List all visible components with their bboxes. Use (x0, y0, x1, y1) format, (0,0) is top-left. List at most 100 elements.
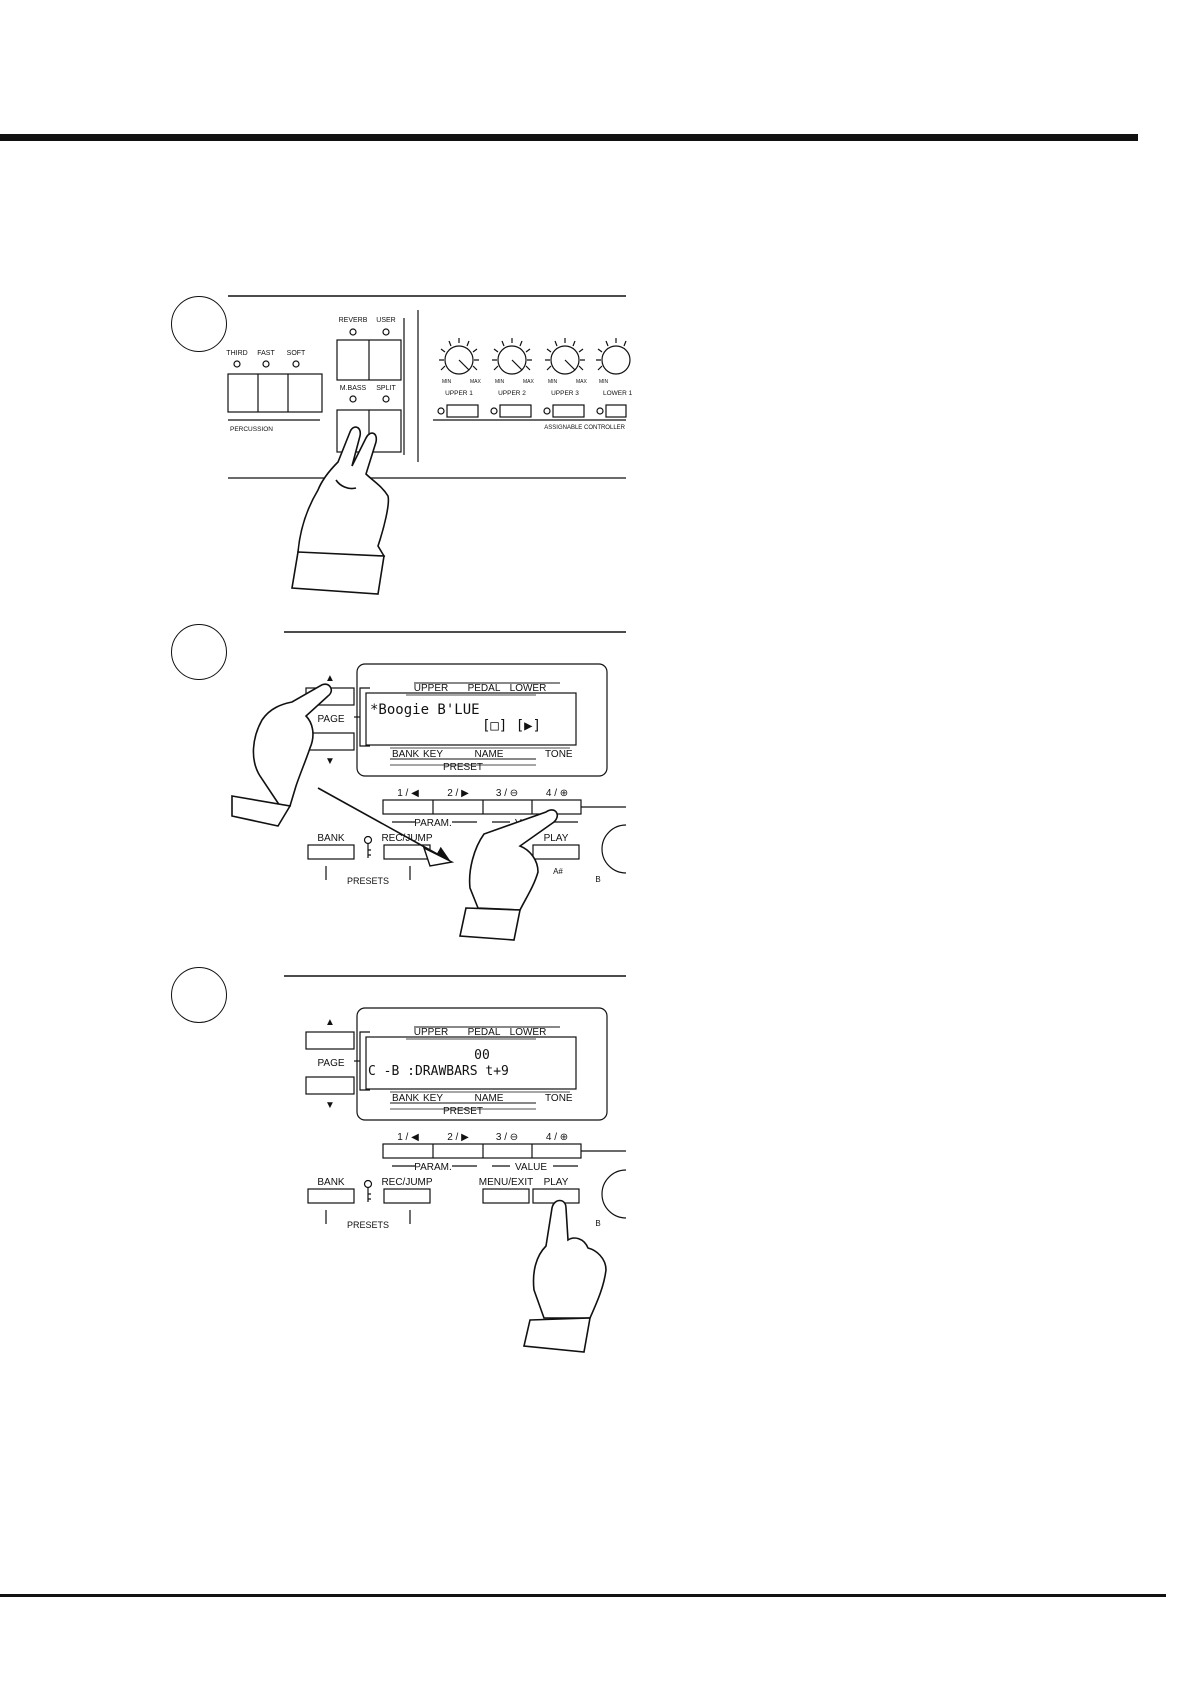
assignable-controller-label: ASSIGNABLE CONTROLLER (544, 425, 625, 431)
bottom-rule (0, 1594, 1166, 1597)
upper-1-label: UPPER 1 (445, 390, 473, 397)
param-1-left-label: 1 / ◀ (397, 1132, 419, 1143)
knob-upper-3[interactable] (545, 338, 585, 375)
step-circle-1 (171, 296, 227, 352)
knob-min-label: MIN (599, 379, 609, 385)
lower-label: LOWER (510, 683, 547, 694)
bank-tab-label: BANK (392, 1093, 420, 1104)
hand-icon (231, 683, 333, 827)
page-label: PAGE (317, 1058, 344, 1069)
page-up-button[interactable] (305, 1031, 355, 1050)
value-3-minus-label: 3 / ⊖ (496, 788, 518, 799)
rec-jump-button[interactable] (383, 1188, 431, 1204)
move-arrow (317, 787, 451, 862)
name-tab-label: NAME (475, 1093, 504, 1104)
preset-label: PRESET (443, 1106, 483, 1117)
tone-tab-label: TONE (545, 1093, 573, 1104)
upper-2-label: UPPER 2 (498, 390, 526, 397)
bank-label: BANK (317, 833, 345, 844)
pedal-label: PEDAL (468, 1027, 501, 1038)
upper-label: UPPER (414, 1027, 448, 1038)
b-label: B (595, 875, 600, 884)
param-2-right-label: 2 / ▶ (447, 788, 469, 799)
knob-lower-1[interactable] (596, 338, 631, 375)
page-down-arrow-icon: ▼ (325, 756, 335, 767)
rec-jump-label: REC/JUMP (381, 1177, 432, 1188)
value-3-minus-label: 3 / ⊖ (496, 1132, 518, 1143)
top-rule (0, 134, 1138, 141)
percussion-buttons[interactable] (227, 373, 323, 413)
presets-label: PRESETS (347, 876, 389, 886)
lcd-line-2: C -B :DRAWBARS t+9 (368, 1064, 509, 1079)
key-tab-label: KEY (423, 749, 443, 760)
knob-upper-1[interactable] (439, 338, 479, 375)
lower-label: LOWER (510, 1027, 547, 1038)
lcd-line-1: 00 (474, 1048, 490, 1063)
upper-3-button[interactable] (552, 404, 585, 418)
value-label: VALUE (515, 1162, 547, 1173)
hand-icon (523, 1199, 607, 1353)
fast-label: FAST (257, 350, 275, 357)
knob-min-label: MIN (495, 379, 505, 385)
split-label: SPLIT (376, 385, 396, 392)
upper-3-label: UPPER 3 (551, 390, 579, 397)
rec-jump-label: REC/JUMP (381, 833, 432, 844)
upper-2-button[interactable] (499, 404, 532, 418)
lcd-screen (365, 692, 577, 746)
param-label: PARAM. (414, 818, 452, 829)
knob-upper-2[interactable] (492, 338, 532, 375)
name-tab-label: NAME (475, 749, 504, 760)
knob-max-label: MAX (470, 379, 482, 385)
lcd-bezel (356, 1007, 608, 1121)
play-label: PLAY (544, 833, 569, 844)
page-down-arrow-icon: ▼ (325, 1100, 335, 1111)
panel-1 (227, 295, 631, 479)
lcd-line-1: *Boogie B'LUE (370, 702, 480, 718)
knob-min-label: MIN (442, 379, 452, 385)
tone-tab-label: TONE (545, 749, 573, 760)
knob-min-label: MIN (548, 379, 558, 385)
bank-tab-label: BANK (392, 749, 420, 760)
lcd-screen (365, 1036, 577, 1090)
presets-label: PRESETS (347, 1220, 389, 1230)
b-label: B (595, 1219, 600, 1228)
step-circle-3 (171, 967, 227, 1023)
play-label: PLAY (544, 1177, 569, 1188)
reverb-label: REVERB (339, 317, 368, 324)
param-value-buttons[interactable] (382, 1143, 582, 1159)
bank-button[interactable] (307, 1188, 355, 1204)
menu-exit-label: MENU/EXIT (479, 1177, 533, 1188)
upper-1-button[interactable] (446, 404, 479, 418)
lower-1-button[interactable] (605, 404, 627, 418)
step-circle-2 (171, 624, 227, 680)
page-down-button[interactable] (305, 1076, 355, 1095)
page-label: PAGE (317, 714, 344, 725)
param-label: PARAM. (414, 1162, 452, 1173)
page-up-arrow-icon: ▲ (325, 1017, 335, 1028)
upper-label: UPPER (414, 683, 448, 694)
percussion-label: PERCUSSION (230, 426, 273, 433)
pedal-label: PEDAL (468, 683, 501, 694)
preset-label: PRESET (443, 762, 483, 773)
play-button[interactable] (532, 844, 580, 860)
panel-3 (284, 975, 627, 1224)
knob-max-label: MAX (576, 379, 588, 385)
hand-icon (459, 809, 559, 941)
mbass-label: M.BASS (340, 385, 367, 392)
user-label: USER (376, 317, 395, 324)
sharp-label: A# (553, 867, 563, 876)
hand-icon (291, 426, 390, 595)
value-4-plus-label: 4 / ⊕ (546, 788, 568, 799)
soft-label: SOFT (287, 350, 306, 357)
lcd-bezel (356, 663, 608, 777)
key-tab-label: KEY (423, 1093, 443, 1104)
page-up-arrow-icon: ▲ (325, 673, 335, 684)
third-label: THIRD (226, 350, 247, 357)
param-1-left-label: 1 / ◀ (397, 788, 419, 799)
knob-max-label: MAX (523, 379, 535, 385)
bank-button[interactable] (307, 844, 355, 860)
menu-exit-button[interactable] (482, 1188, 530, 1204)
lower-1-label: LOWER 1 (603, 390, 633, 397)
lcd-line-2: [□] [▶] (482, 718, 541, 734)
